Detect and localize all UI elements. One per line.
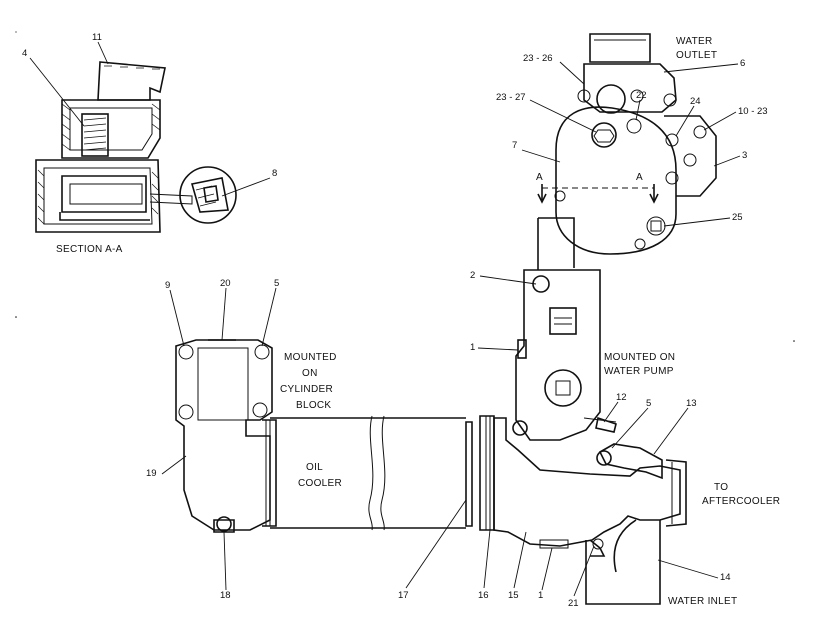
mounted-block-label-4: BLOCK: [296, 400, 331, 411]
lower-tee: [493, 417, 687, 605]
callout-15: 15: [508, 590, 519, 601]
callout-7: 7: [512, 140, 517, 151]
callout-2: 2: [470, 270, 475, 281]
callout-22: 22: [636, 90, 647, 101]
cylinder-block-elbow: [175, 339, 273, 533]
callout-12: 12: [616, 392, 627, 403]
callout-9: 9: [165, 280, 170, 291]
callout-21: 21: [568, 598, 579, 609]
callout-23-27: 23 - 27: [496, 92, 526, 103]
callout-1-upper: 1: [470, 342, 475, 353]
to-aftercooler-label-1: TO: [714, 482, 728, 493]
callout-25: 25: [732, 212, 743, 223]
callout-6: 6: [740, 58, 745, 69]
callout-11: 11: [92, 32, 102, 43]
callout-10-23: 10 - 23: [738, 106, 768, 117]
section-mark-right: A: [636, 172, 643, 183]
water-outlet-label-2: OUTLET: [676, 50, 717, 61]
callout-8: 8: [272, 168, 277, 179]
oil-cooler-label-1: OIL: [306, 462, 323, 473]
to-aftercooler-label-2: AFTERCOOLER: [702, 496, 780, 507]
callout-23-26: 23 - 26: [523, 53, 553, 64]
callout-13: 13: [686, 398, 697, 409]
callout-3: 3: [742, 150, 747, 161]
callout-18: 18: [220, 590, 231, 601]
callout-5-right: 5: [646, 398, 651, 409]
mounted-block-label-2: ON: [302, 368, 318, 379]
callout-4: 4: [22, 48, 27, 59]
oil-cooler-tube: [262, 415, 495, 531]
water-outlet-label-1: WATER: [676, 36, 713, 47]
callout-17: 17: [398, 590, 409, 601]
callout-14: 14: [720, 572, 731, 583]
callout-1-lower: 1: [538, 590, 543, 601]
water-outlet-housing: [537, 33, 717, 255]
callout-20: 20: [220, 278, 231, 289]
mounted-pump-label-1: MOUNTED ON: [604, 352, 675, 363]
water-pump-tee: [515, 217, 617, 441]
mounted-block-label-3: CYLINDER: [280, 384, 333, 395]
callout-5-left: 5: [274, 278, 279, 289]
oil-cooler-label-2: COOLER: [298, 478, 342, 489]
callout-24: 24: [690, 96, 701, 107]
mounted-block-label-1: MOUNTED: [284, 352, 337, 363]
callout-16: 16: [478, 590, 489, 601]
callout-19: 19: [146, 468, 157, 479]
section-title: SECTION A-A: [56, 244, 123, 255]
water-inlet-label: WATER INLET: [668, 596, 737, 607]
section-mark-left: A: [536, 172, 543, 183]
mounted-pump-label-2: WATER PUMP: [604, 366, 674, 377]
section-a-a-view: [35, 61, 237, 233]
